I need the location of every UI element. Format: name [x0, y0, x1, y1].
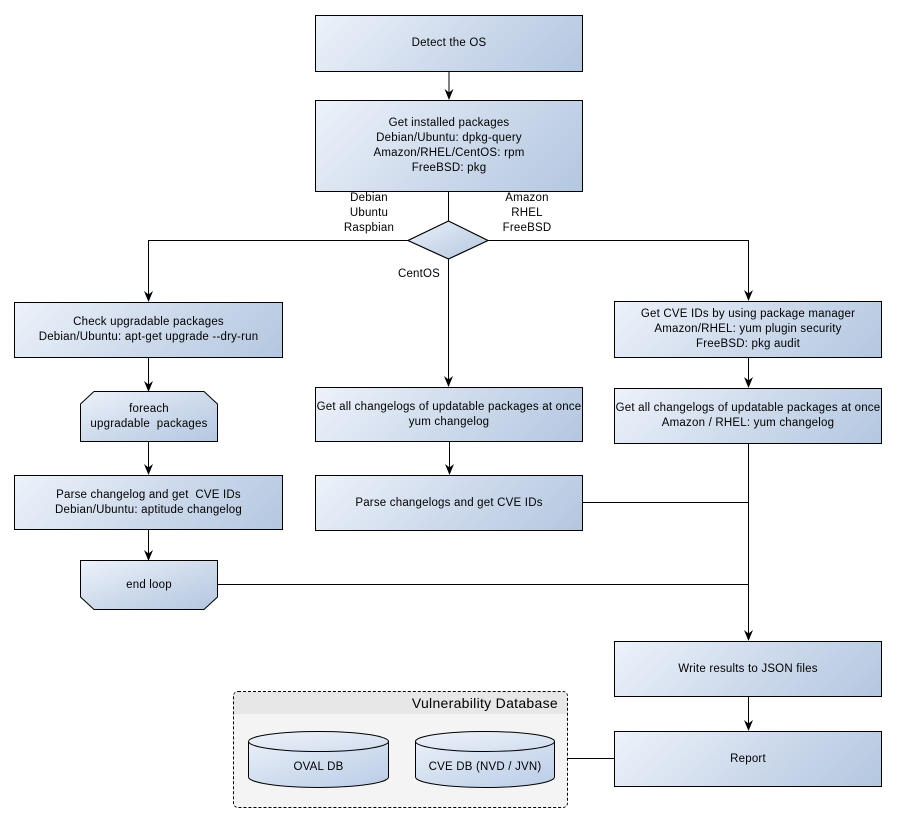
node-foreach-loop-start: foreach upgradable packages	[80, 391, 218, 442]
node-text: Debian/Ubuntu: dpkg-query	[376, 132, 522, 144]
branch-label-debian: Debian Ubuntu Raspbian	[319, 191, 419, 236]
connector-decision-to-left	[148, 240, 408, 300]
node-text: Amazon / RHEL: yum changelog	[661, 417, 835, 429]
database-cylinder-icon	[415, 731, 555, 788]
cylinder-label: OVAL DB	[293, 760, 344, 773]
branch-label-centos: CentOS	[369, 267, 469, 282]
node-end-loop: end loop	[80, 560, 218, 610]
node-text: Parse changelogs and get CVE IDs	[355, 496, 543, 509]
connector-decision-to-right	[488, 240, 749, 299]
node-text: Parse changelog and get CVE IDs	[56, 488, 241, 501]
node-text: FreeBSD: pkg	[411, 162, 487, 174]
node-get-changelogs-amazon: Get all changelogs of updatable packages…	[614, 388, 882, 444]
branch-label-text: CentOS	[397, 268, 441, 280]
node-report: Report	[614, 731, 882, 787]
node-text: Debian/Ubuntu: apt-get upgrade --dry-run	[38, 331, 259, 343]
node-text: FreeBSD: pkg audit	[696, 338, 800, 350]
database-cylinder-icon	[248, 731, 389, 788]
oval-db-cylinder: OVAL DB	[248, 731, 389, 788]
node-text: Get installed packages	[388, 117, 510, 129]
loop-end-shape	[80, 560, 218, 610]
vulnerability-database-header: Vulnerability Database	[234, 692, 567, 714]
loop-start-shape	[80, 391, 218, 442]
node-get-installed-packages: Get installed packages Debian/Ubuntu: dp…	[315, 100, 583, 192]
os-decision-diamond	[406, 220, 490, 260]
node-text: Get all changelogs of updatable packages…	[316, 400, 582, 413]
branch-label-text: Raspbian	[343, 222, 395, 234]
node-parse-changelogs-centos: Parse changelogs and get CVE IDs	[315, 475, 583, 531]
branch-label-text: Amazon	[505, 192, 549, 204]
node-text: Get all changelogs of updatable packages…	[615, 402, 881, 414]
node-text: Amazon/RHEL/CentOS: rpm	[373, 147, 525, 159]
node-detect-os: Detect the OS	[315, 15, 583, 72]
node-get-cve-package-manager: Get CVE IDs by using package manager Ama…	[614, 301, 882, 358]
branch-label-text: FreeBSD	[502, 222, 552, 234]
node-text: Amazon/RHEL: yum plugin security	[654, 323, 842, 335]
node-text: end loop	[126, 578, 172, 591]
node-text: Debian/Ubuntu: aptitude changelog	[55, 503, 242, 516]
node-parse-changelog-debian: Parse changelog and get CVE IDs Debian/U…	[14, 475, 283, 530]
node-text: Check upgradable packages	[73, 316, 224, 328]
node-text: Detect the OS	[411, 37, 487, 49]
node-get-changelogs-centos: Get all changelogs of updatable packages…	[315, 387, 583, 442]
node-text: yum changelog	[408, 415, 490, 428]
arrowheads	[144, 89, 753, 731]
node-check-upgradable-packages: Check upgradable packages Debian/Ubuntu:…	[14, 302, 283, 358]
branch-label-text: Ubuntu	[349, 207, 389, 219]
node-write-results-json: Write results to JSON files	[614, 641, 882, 697]
branch-label-text: Debian	[350, 192, 388, 204]
node-text: Get CVE IDs by using package manager	[640, 308, 856, 320]
branch-label-amazon: Amazon RHEL FreeBSD	[477, 191, 577, 236]
node-text: upgradable packages	[90, 417, 208, 430]
node-text: Write results to JSON files	[678, 662, 818, 675]
branch-label-text: RHEL	[511, 207, 543, 219]
cve-db-cylinder: CVE DB (NVD / JVN)	[415, 731, 555, 788]
node-text: foreach	[129, 402, 169, 415]
node-text: Report	[730, 752, 766, 765]
vulnerability-database-title: Vulnerability Database	[411, 695, 558, 711]
cylinder-label: CVE DB (NVD / JVN)	[428, 760, 542, 773]
